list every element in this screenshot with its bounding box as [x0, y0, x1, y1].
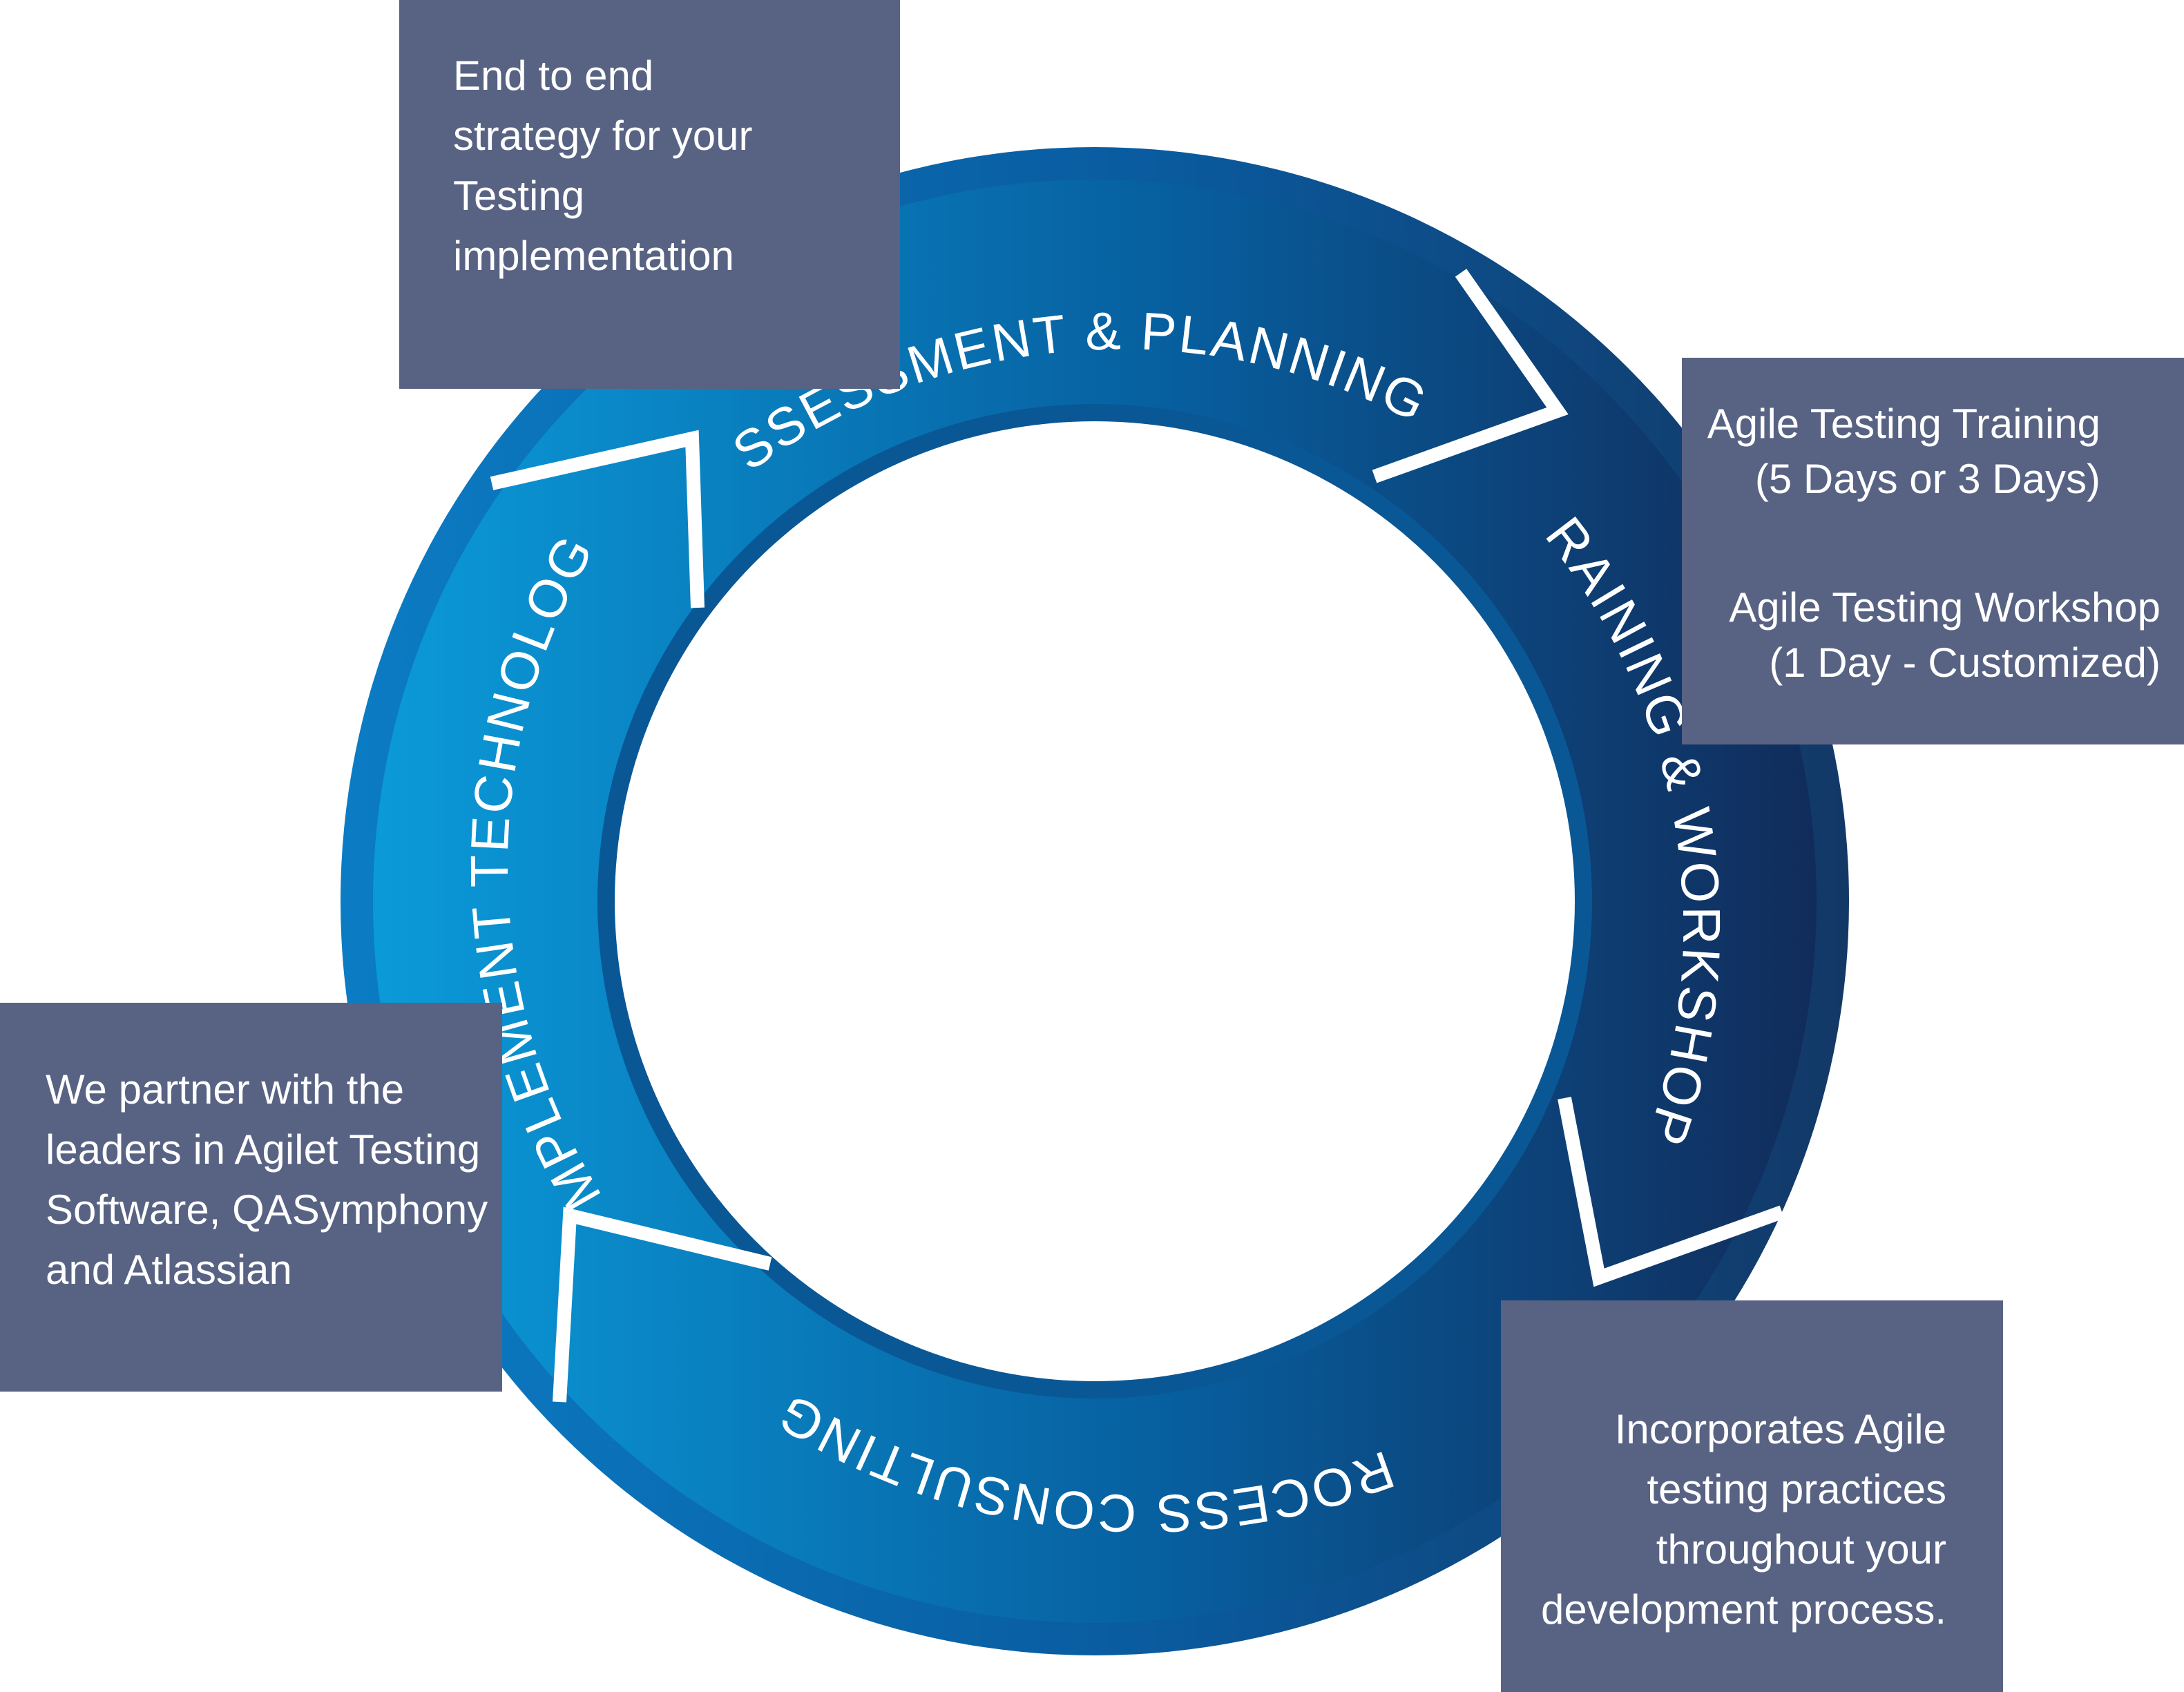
note-technology-line-3: Software, QASymphony: [46, 1186, 488, 1233]
separator-bottom-left: [553, 1206, 772, 1403]
note-process-line-2: testing practices: [1647, 1466, 1946, 1512]
separator-bottom-right: [1558, 1097, 1785, 1287]
note-training-line-1: Agile Testing Training: [1707, 401, 2100, 447]
note-training-line-3: Agile Testing Workshop: [1729, 584, 2161, 631]
note-technology-line-4: and Atlassian: [46, 1247, 292, 1293]
note-assessment: End to end strategy for your Testing imp…: [399, 0, 900, 389]
note-assessment-line-3: Testing: [453, 173, 585, 219]
separator-top-right: [1372, 269, 1569, 483]
note-process-line-1: Incorporates Agile: [1614, 1406, 1946, 1452]
note-process: Incorporates Agile testing practices thr…: [1501, 1300, 2003, 1692]
note-assessment-line-1: End to end: [453, 52, 654, 99]
note-training: Agile Testing Training (5 Days or 3 Days…: [1682, 358, 2184, 744]
note-technology-line-1: We partner with the: [46, 1066, 405, 1113]
note-training-line-2: (5 Days or 3 Days): [1754, 456, 2100, 502]
note-assessment-line-2: strategy for your: [453, 113, 753, 159]
note-technology: We partner with the leaders in Agilet Te…: [0, 1003, 502, 1392]
note-technology-line-2: leaders in Agilet Testing: [46, 1126, 481, 1173]
note-process-line-3: throughout your: [1656, 1526, 1946, 1573]
note-training-line-4: (1 Day - Customized): [1769, 640, 2161, 686]
note-process-line-4: development process.: [1541, 1586, 1946, 1633]
center-hole: [615, 421, 1575, 1381]
separator-top-left: [490, 430, 705, 608]
note-assessment-line-4: implementation: [453, 233, 734, 279]
